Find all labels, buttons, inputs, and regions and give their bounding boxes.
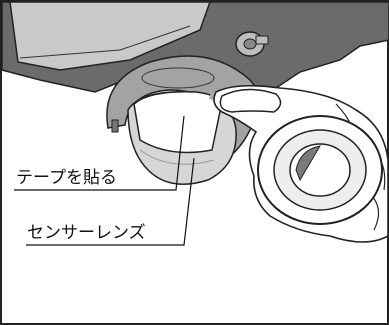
callout-label-apply-tape: テープを貼る [16, 168, 117, 188]
callout-line-lens [26, 157, 195, 246]
thumb [219, 88, 282, 113]
callout-label-sensor-lens: センサーレンズ [27, 223, 146, 243]
device-top-panel [9, 1, 212, 71]
tape-piece [133, 91, 223, 154]
callout-line-tape [14, 115, 185, 191]
